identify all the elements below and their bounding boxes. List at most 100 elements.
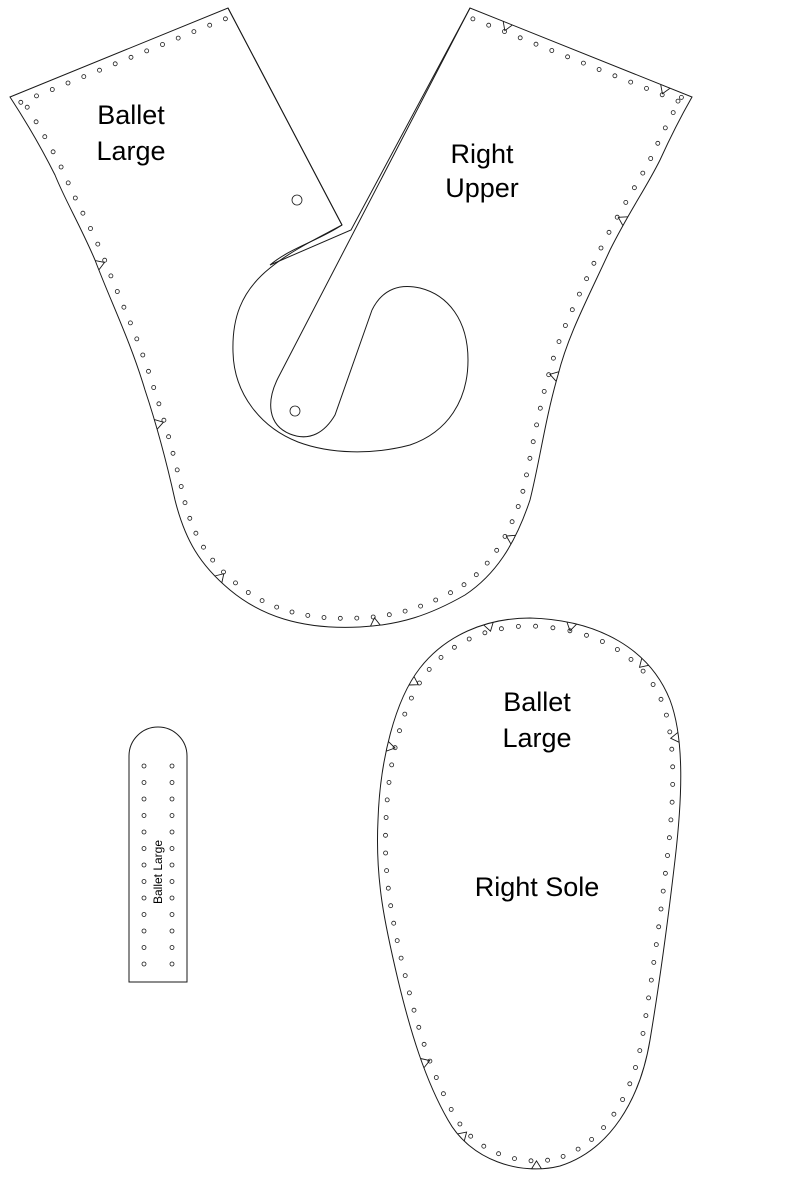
stitch-hole [556,339,562,345]
stitch-hole [134,336,140,342]
stitch-hole [433,597,439,603]
stitch-hole [440,1091,446,1097]
stitch-hole [80,210,86,216]
upper-name-label-line2: Upper [445,173,519,203]
stitch-hole [591,260,597,266]
stitch-hole [170,450,176,456]
stitch-hole [49,87,55,92]
stitch-hole [533,623,538,629]
upper-strap-slot [270,7,471,438]
stitch-hole [210,557,216,563]
stitch-hole [175,35,181,41]
stitch-hole [169,829,175,835]
stitch-hole [50,149,56,155]
stitch-hole [451,644,457,650]
stitch-hole [274,604,280,610]
stitch-hole [102,257,108,263]
stitch-hole [97,67,102,73]
stitch-hole [633,1065,638,1070]
stitch-hole [584,276,589,282]
notch-mark [154,419,165,430]
stitch-hole [606,229,612,235]
stitch-hole [615,647,620,652]
stitch-hole [596,67,602,72]
notch-mark [617,216,628,226]
stitch-hole [658,906,664,912]
stitch-hole [174,467,180,473]
stitch-hole [551,355,556,361]
stitch-hole [549,48,555,53]
stitch-hole [141,813,147,818]
stitch-hole [166,434,172,440]
stitch-hole [384,797,390,803]
stitch-hole [468,1133,474,1139]
stitch-hole [34,93,39,99]
upper-tab-left-edge [227,7,343,226]
stitch-hole [169,813,175,818]
upper-size-label: Ballet [97,100,165,130]
stitch-hole [669,799,675,805]
stitch-hole [201,544,206,550]
sole-notches [385,621,680,1170]
sole-stitch-holes [383,623,676,1164]
stitch-hole [169,780,175,785]
stitch-hole [141,945,147,950]
stitch-hole [486,22,492,28]
upper-notches [95,21,671,627]
stitch-hole [24,104,30,110]
notch-mark [531,1160,542,1170]
stitch-hole [640,170,646,176]
stitch-hole [141,961,147,967]
stitch-hole [151,385,157,390]
stitch-hole [650,682,656,687]
notch-mark [505,534,516,545]
stitch-hole [386,612,392,618]
stitch-hole [169,928,175,934]
notch-mark [369,616,381,627]
notch-mark [457,1131,468,1142]
stitch-hole [182,500,188,506]
stitch-hole [589,1137,594,1142]
stitch-hole [670,782,676,787]
stitch-hole [169,796,175,802]
stitch-hole [191,29,197,35]
stitch-hole [169,912,175,917]
stitch-hole [560,1154,566,1159]
upper-stitch-holes [18,16,684,621]
notch-mark [502,21,513,32]
stitch-hole [402,973,408,978]
stitch-hole [664,712,669,718]
strap-piece-outline [128,726,188,983]
stitch-hole [611,1111,617,1117]
stitch-hole [169,879,175,884]
stitch-hole [600,639,605,644]
stitch-hole [383,832,388,838]
stitch-hole [541,388,547,394]
stitch-hole [141,763,147,769]
upper-punch-hole-bottom [289,405,301,417]
notch-mark [483,622,494,633]
stitch-hole [433,1075,439,1080]
stitch-hole [402,711,408,717]
stitch-hole [448,1107,454,1112]
stitch-hole [527,455,533,461]
stitch-hole [65,80,71,86]
stitch-hole [670,764,676,770]
stitch-hole [141,846,147,851]
stitch-hole [65,180,71,186]
stitch-hole [141,829,147,835]
stitch-hole [121,304,127,310]
stitch-hole [563,323,568,328]
stitch-hole [584,632,589,638]
stitch-hole [386,780,392,785]
stitch-hole [337,615,343,621]
stitch-hole [653,942,659,947]
stitch-hole [426,667,432,672]
stitch-hole [169,862,175,868]
stitch-hole [461,582,467,588]
notch-mark [566,621,578,632]
stitch-hole [389,762,395,768]
stitch-hole [141,780,147,785]
stitch-hole [406,990,412,996]
